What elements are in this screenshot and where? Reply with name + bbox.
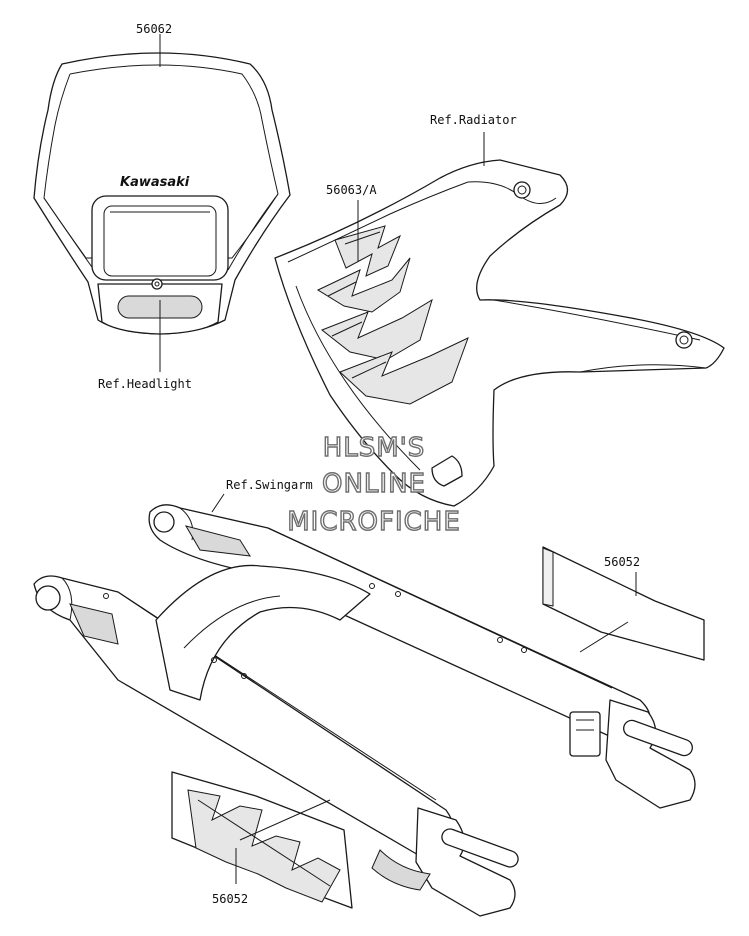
part-number-56063-a: 56063/A (326, 183, 377, 197)
part-number-56062: 56062 (136, 22, 172, 36)
shroud-graphic (316, 225, 469, 405)
ref-radiator-label: Ref.Radiator (430, 113, 517, 127)
part-number-56052-left: 56052 (212, 892, 248, 906)
kawasaki-logo-text: Kawasaki (120, 175, 190, 190)
part-number-56052-right: 56052 (604, 555, 640, 569)
radiator-shroud (274, 159, 725, 507)
watermark-line-3: MICROFICHE (287, 507, 461, 537)
watermark-line-1: HLSM'S (323, 433, 426, 463)
swingarm (33, 504, 696, 917)
ref-headlight-label: Ref.Headlight (98, 377, 192, 391)
swingarm-decal-right (542, 546, 705, 661)
watermark-line-2: ONLINE (322, 469, 426, 499)
ref-swingarm-label: Ref.Swingarm (226, 478, 313, 492)
swingarm-decal-left (171, 771, 353, 909)
headlight-assembly: Kawasaki (33, 52, 291, 335)
